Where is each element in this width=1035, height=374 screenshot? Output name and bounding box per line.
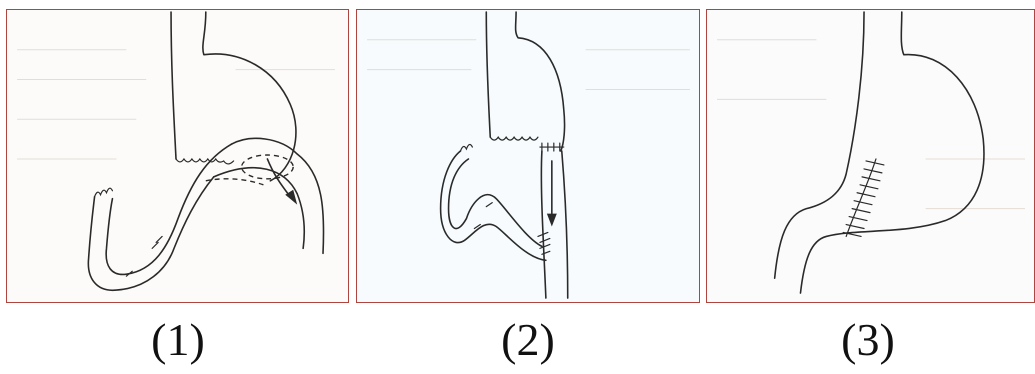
stomach-outline (486, 12, 564, 151)
anastomosis-illustration-2 (357, 10, 699, 302)
efferent-limb (541, 151, 567, 298)
suture-line-top (540, 143, 564, 151)
panel-caption-3: (3) (788, 312, 948, 368)
suture-stitches (843, 161, 884, 236)
duodenal-stump (460, 145, 472, 152)
background-text-lines (367, 40, 690, 90)
background-text-lines (717, 40, 1025, 209)
anastomosis-illustration-1 (7, 10, 348, 302)
panel-caption-2: (2) (448, 312, 608, 368)
afferent-loop (441, 151, 546, 260)
background-text-lines (17, 50, 335, 159)
flow-arrowhead (547, 214, 557, 227)
stomach-stump-edge (490, 137, 538, 140)
stomach-stump-edge (176, 159, 234, 164)
stomach-outline (775, 12, 984, 293)
anastomosis-illustration-3 (707, 10, 1034, 302)
panel-caption-1: (1) (98, 312, 258, 368)
diagram-panel-3 (706, 9, 1035, 303)
diagram-panel-2 (356, 9, 700, 303)
diagram-panel-1 (6, 9, 349, 303)
duodenal-stump (95, 188, 113, 197)
